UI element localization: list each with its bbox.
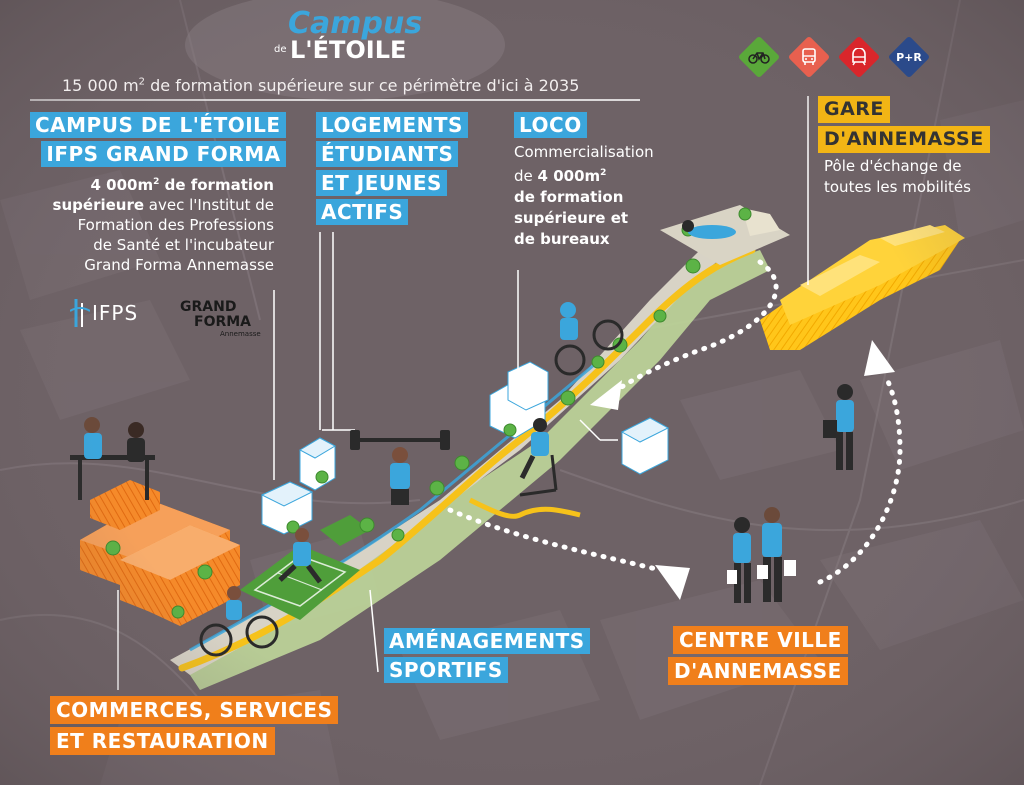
campus-desc-rest2: avec l'Institut de (144, 196, 274, 214)
logements-line2: ÉTUDIANTS (316, 141, 459, 167)
campus-desc-line1: 4 000m2 de formation (20, 172, 274, 195)
loco-line3-bold: de formation (514, 188, 624, 206)
loco-line2: de 4 000m2 (514, 163, 684, 187)
gf-logo-annemasse: Annemasse (220, 330, 261, 338)
commerces-line1: COMMERCES, SERVICES (50, 696, 339, 724)
campus-desc-line4: de Santé et l'incubateur (93, 236, 274, 254)
gf-logo-forma: FORMA (194, 314, 252, 330)
campus-desc-bold1: 4 000m (90, 176, 154, 194)
ifps-logo-text: IFPS (92, 301, 139, 325)
logo-campus-word: Campus (288, 6, 423, 41)
centre-line2: D'ANNEMASSE (668, 657, 848, 685)
logements-line3: ET JEUNES (316, 170, 447, 196)
loco-title: LOCO (514, 112, 587, 138)
loco-line4-bold: supérieure et (514, 209, 629, 227)
gare-heading: GARE D'ANNEMASSE (818, 96, 990, 153)
bus-icon (794, 42, 824, 72)
loco-line3: de formation (514, 187, 684, 208)
sport-heading: AMÉNAGEMENTS SPORTIFS (384, 628, 590, 683)
logements-heading: LOGEMENTS ÉTUDIANTS ET JEUNES ACTIFS (316, 112, 468, 225)
campus-desc-sup1: 2 (153, 177, 160, 187)
grand-forma-logo: GRAND FORMA Annemasse (180, 300, 270, 342)
commerces-line2: ET RESTAURATION (50, 727, 275, 755)
campus-desc-line3: Formation des Professions (77, 216, 274, 234)
tagline-post: de formation supérieure sur ce périmètre… (145, 76, 580, 95)
sport-line2: SPORTIFS (384, 657, 508, 683)
loco-line2-sup: 2 (600, 168, 607, 178)
train-icon (844, 42, 874, 72)
logo-de-word: de (274, 44, 287, 55)
gare-desc-line2: toutes les mobilités (824, 178, 971, 196)
campus-desc-line2: supérieure avec l'Institut de (20, 195, 274, 215)
campus-heading: CAMPUS DE L'ÉTOILE IFPS GRAND FORMA (30, 112, 286, 167)
ifps-logo: IFPS (70, 295, 155, 335)
campus-title-line2: IFPS GRAND FORMA (41, 141, 286, 167)
logo-etoile-word: L'ÉTOILE (290, 36, 407, 64)
bike-icon (744, 42, 774, 72)
centre-line1: CENTRE VILLE (672, 626, 848, 654)
logements-line4: ACTIFS (316, 199, 409, 225)
tagline: 15 000 m2 de formation supérieure sur ce… (62, 76, 662, 95)
loco-description: Commercialisation de 4 000m2 de formatio… (514, 142, 684, 250)
campus-logo: Campus de L'ÉTOILE (270, 6, 423, 70)
campus-desc-bold2: supérieure (52, 196, 145, 214)
ifps-emblem-icon (70, 299, 90, 327)
logements-line1: LOGEMENTS (316, 112, 468, 138)
mobility-badges: P+R (737, 35, 940, 79)
tagline-sup: 2 (138, 76, 146, 88)
loco-line5: de bureaux (514, 229, 684, 250)
loco-block: LOCO Commercialisation de 4 000m2 de for… (514, 112, 684, 250)
loco-line4: supérieure et (514, 208, 684, 229)
campus-title-line1: CAMPUS DE L'ÉTOILE (30, 112, 286, 138)
gf-logo-grand: GRAND (180, 299, 237, 315)
loco-line2-bold: 4 000m (537, 167, 601, 185)
gare-line1: GARE (818, 96, 890, 123)
park-and-ride-label: P+R (896, 50, 922, 64)
loco-line1: Commercialisation (514, 143, 654, 161)
gare-desc-line1: Pôle d'échange de (824, 157, 962, 175)
loco-line5-bold: de bureaux (514, 230, 610, 248)
centre-heading: CENTRE VILLE D'ANNEMASSE (668, 626, 848, 685)
sport-line1: AMÉNAGEMENTS (384, 628, 590, 654)
campus-desc-rest1: de formation (159, 176, 274, 194)
gare-line2: D'ANNEMASSE (818, 126, 990, 153)
campus-desc-line5: Grand Forma Annemasse (84, 256, 274, 274)
tagline-pre: 15 000 m (62, 76, 139, 95)
gare-description: Pôle d'échange de toutes les mobilités (824, 156, 1014, 198)
commerces-heading: COMMERCES, SERVICES ET RESTAURATION (50, 696, 339, 755)
loco-line2-pre: de (514, 167, 538, 185)
campus-description: 4 000m2 de formation supérieure avec l'I… (20, 172, 274, 275)
